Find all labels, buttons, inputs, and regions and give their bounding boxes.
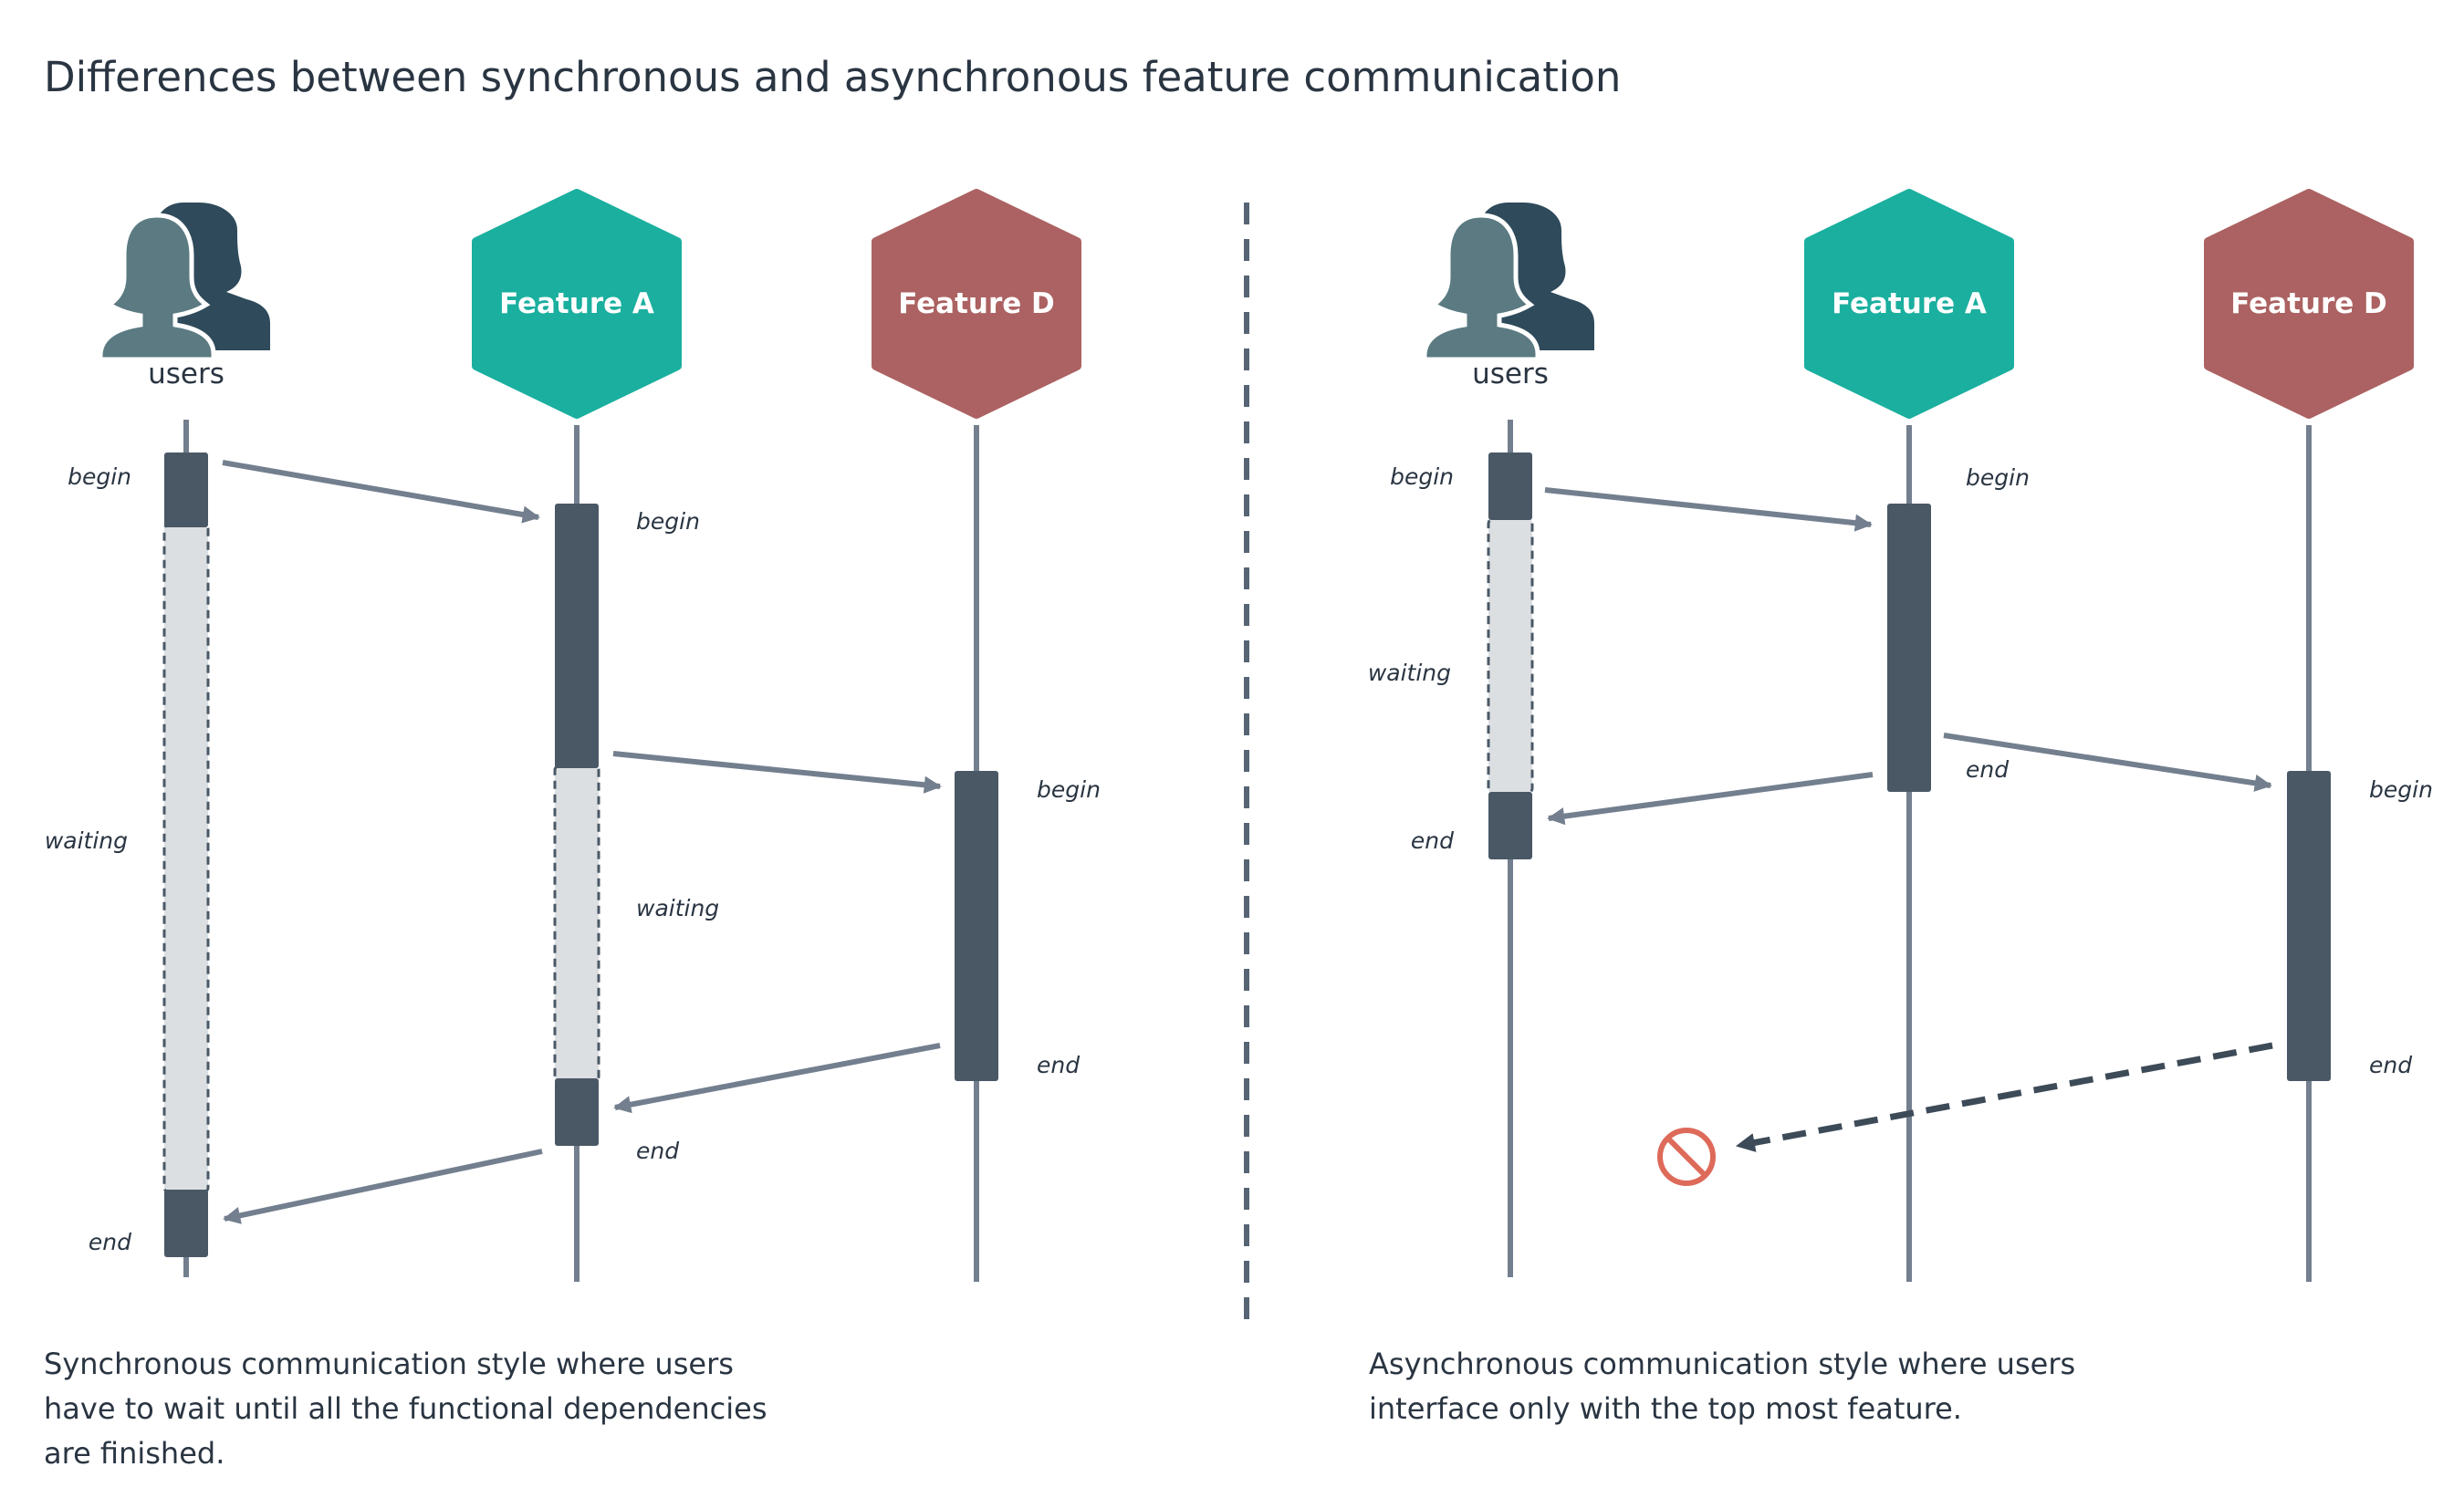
sync-feature-a-label: Feature A xyxy=(499,287,654,320)
sync-users-label: users xyxy=(148,358,224,390)
feature-d-hexagon xyxy=(872,189,1081,419)
async-users-end-note: end xyxy=(1411,827,1454,854)
sync-feature-d-begin-note: begin xyxy=(1037,776,1101,803)
sync-feature-a-end-bar xyxy=(555,1078,599,1146)
async-feature-d-active-bar xyxy=(2287,771,2331,1081)
sync-users-end-bar xyxy=(164,1190,208,1257)
sync-users-actor: users xyxy=(100,203,270,390)
sync-feature-a-waiting-note: waiting xyxy=(636,895,719,921)
sync-feature-d-active-bar xyxy=(955,771,998,1081)
async-users-waiting-bar xyxy=(1487,516,1534,796)
async-feature-d-node: Feature D xyxy=(2204,189,2414,419)
page-title: Differences between synchronous and asyn… xyxy=(44,53,1621,101)
sync-users-end-note: end xyxy=(89,1229,131,1255)
async-caption-line: interface only with the top most feature… xyxy=(1369,1391,1962,1426)
async-caption: Asynchronous communication style where u… xyxy=(1369,1347,2084,1426)
sync-feature-a-node: Feature A xyxy=(472,189,682,419)
sync-caption: Synchronous communication style where us… xyxy=(44,1347,777,1471)
async-feature-a-active-bar xyxy=(1887,504,1931,792)
sync-feature-a-begin-note: begin xyxy=(636,508,700,535)
async-section: users Feature A Feature D xyxy=(1368,189,2433,1426)
async-users-waiting-note: waiting xyxy=(1368,660,1451,686)
sync-users-waiting-note: waiting xyxy=(45,827,128,854)
async-response-to-users-arrow xyxy=(1547,772,1874,826)
async-feature-d-begin-note: begin xyxy=(2369,776,2433,803)
feature-a-hexagon xyxy=(1804,189,2014,419)
feature-a-hexagon xyxy=(472,189,682,419)
sync-feature-d-end-note: end xyxy=(1037,1052,1080,1078)
async-users-label: users xyxy=(1472,358,1549,390)
async-users-begin-bar xyxy=(1488,453,1532,520)
users-icon xyxy=(1425,203,1594,359)
feature-d-hexagon xyxy=(2204,189,2414,419)
async-feature-a-end-note: end xyxy=(1966,756,2009,783)
async-response-dropped-arrow xyxy=(1735,1042,2273,1152)
sync-caption-line: have to wait until all the functional de… xyxy=(44,1391,767,1426)
sync-users-begin-note: begin xyxy=(68,463,131,490)
async-feature-a-node: Feature A xyxy=(1804,189,2014,419)
users-icon xyxy=(100,203,270,359)
async-request-to-d-arrow xyxy=(1943,733,2272,792)
sync-caption-line: Synchronous communication style where us… xyxy=(44,1347,734,1381)
async-request-to-a-arrow xyxy=(1544,487,1873,532)
prohibited-icon xyxy=(1657,1128,1716,1186)
async-feature-a-begin-note: begin xyxy=(1966,464,2030,491)
sync-response-to-users-arrow xyxy=(223,1149,543,1224)
async-feature-d-label: Feature D xyxy=(2230,287,2387,320)
sync-feature-a-end-note: end xyxy=(636,1138,679,1164)
async-users-begin-note: begin xyxy=(1390,463,1454,490)
async-users-actor: users xyxy=(1425,203,1594,390)
sync-section: users Feature A Feature D beg xyxy=(44,189,1101,1471)
async-feature-d-end-note: end xyxy=(2369,1052,2412,1078)
sync-feature-a-waiting-bar xyxy=(553,765,600,1082)
sync-request-to-a-arrow xyxy=(222,460,540,524)
sync-users-begin-bar xyxy=(164,453,208,527)
sync-users-waiting-bar xyxy=(162,524,210,1193)
sync-feature-d-label: Feature D xyxy=(898,287,1055,320)
sync-caption-line: are finished. xyxy=(44,1436,224,1471)
async-feature-a-label: Feature A xyxy=(1832,287,1987,320)
sync-request-to-d-arrow xyxy=(612,751,942,794)
sync-feature-a-active-bar xyxy=(555,504,599,768)
sync-response-to-a-arrow xyxy=(613,1043,941,1114)
async-caption-line: Asynchronous communication style where u… xyxy=(1369,1347,2075,1381)
sync-feature-d-node: Feature D xyxy=(872,189,1081,419)
async-users-end-bar xyxy=(1488,792,1532,859)
